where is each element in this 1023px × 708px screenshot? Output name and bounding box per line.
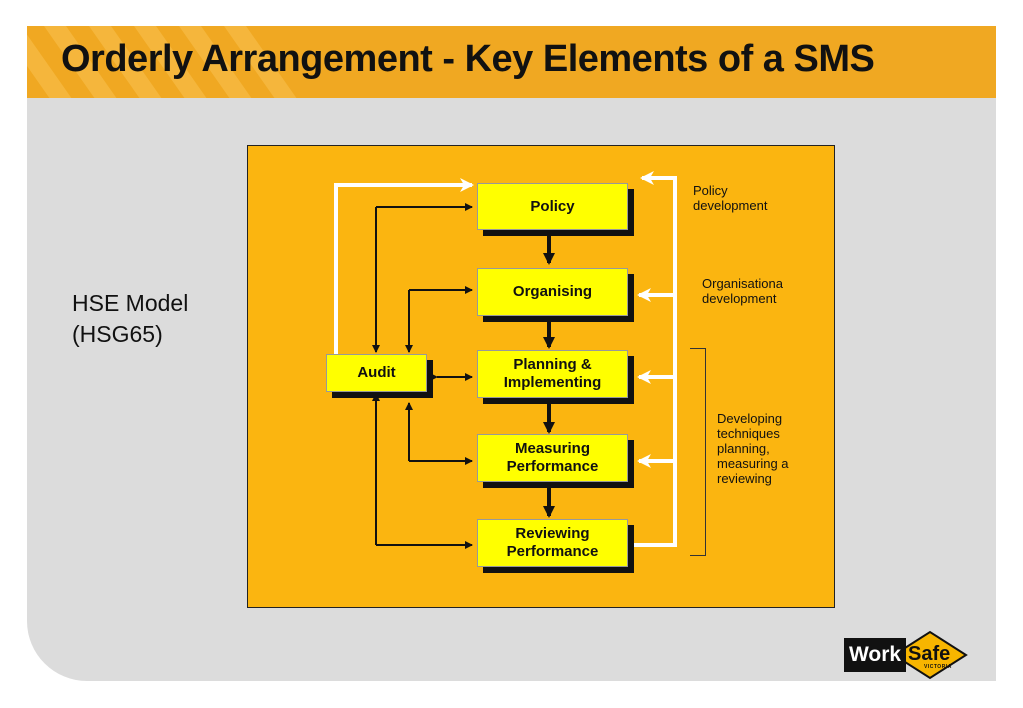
- slide-title: Orderly Arrangement - Key Elements of a …: [61, 38, 875, 80]
- worksafe-logo: Work Safe VICTORIA: [844, 630, 974, 680]
- policy-development-note: Policy development: [693, 183, 788, 213]
- hse-model-label-line2: (HSG65): [72, 321, 163, 347]
- policy-box: Policy: [477, 183, 628, 230]
- reviewing-feedback-loop: [631, 171, 677, 547]
- audit-box: Audit: [326, 354, 427, 392]
- worksafe-logo-work: Work: [844, 638, 906, 672]
- planning-box-label-line1: Planning &: [513, 356, 592, 373]
- worksafe-diamond-icon: [892, 630, 968, 680]
- measuring-box-label-line1: Measuring: [514, 440, 590, 457]
- policy-development-note-line2: development: [693, 198, 768, 213]
- audit-to-policy-feedback-arrow: [334, 178, 474, 355]
- audit-box-label: Audit: [357, 364, 396, 381]
- worksafe-logo-safe: Safe: [908, 643, 951, 665]
- policy-box-label: Policy: [530, 197, 575, 215]
- title-bar: Orderly Arrangement - Key Elements of a …: [27, 26, 996, 98]
- measuring-performance-box: Measuring Performance: [477, 434, 628, 482]
- hse-model-label: HSE Model (HSG65): [72, 288, 188, 350]
- measuring-box-label-line2: Performance: [506, 458, 599, 475]
- organising-box: Organising: [477, 268, 628, 316]
- developing-techniques-note-line3: planning,: [717, 441, 770, 456]
- developing-techniques-note-line2: techniques: [717, 426, 780, 441]
- developing-techniques-note-line4: measuring a: [717, 456, 789, 471]
- planning-implementing-box: Planning & Implementing: [477, 350, 628, 398]
- diagram-arrows: [334, 171, 677, 549]
- reviewing-performance-box: Reviewing Performance: [477, 519, 628, 567]
- developing-techniques-note-line1: Developing: [717, 411, 783, 426]
- hse-model-label-line1: HSE Model: [72, 290, 189, 316]
- policy-development-note-line1: Policy: [693, 183, 728, 198]
- developing-techniques-note-line5: reviewing: [717, 471, 772, 486]
- organising-box-label: Organising: [512, 283, 593, 300]
- reviewing-box-label-line2: Performance: [506, 543, 599, 560]
- developing-techniques-note: Developing techniques planning, measurin…: [717, 411, 793, 486]
- organisational-development-note-line2: development: [702, 291, 777, 306]
- planning-box-label-line2: Implementing: [503, 374, 602, 391]
- reviewing-box-label-line1: Reviewing: [515, 525, 590, 542]
- worksafe-logo-victoria: VICTORIA: [924, 664, 952, 670]
- developing-techniques-bracket: [690, 348, 706, 556]
- organisational-development-note: Organisationa development: [702, 276, 795, 306]
- organisational-development-note-line1: Organisationa: [702, 276, 783, 291]
